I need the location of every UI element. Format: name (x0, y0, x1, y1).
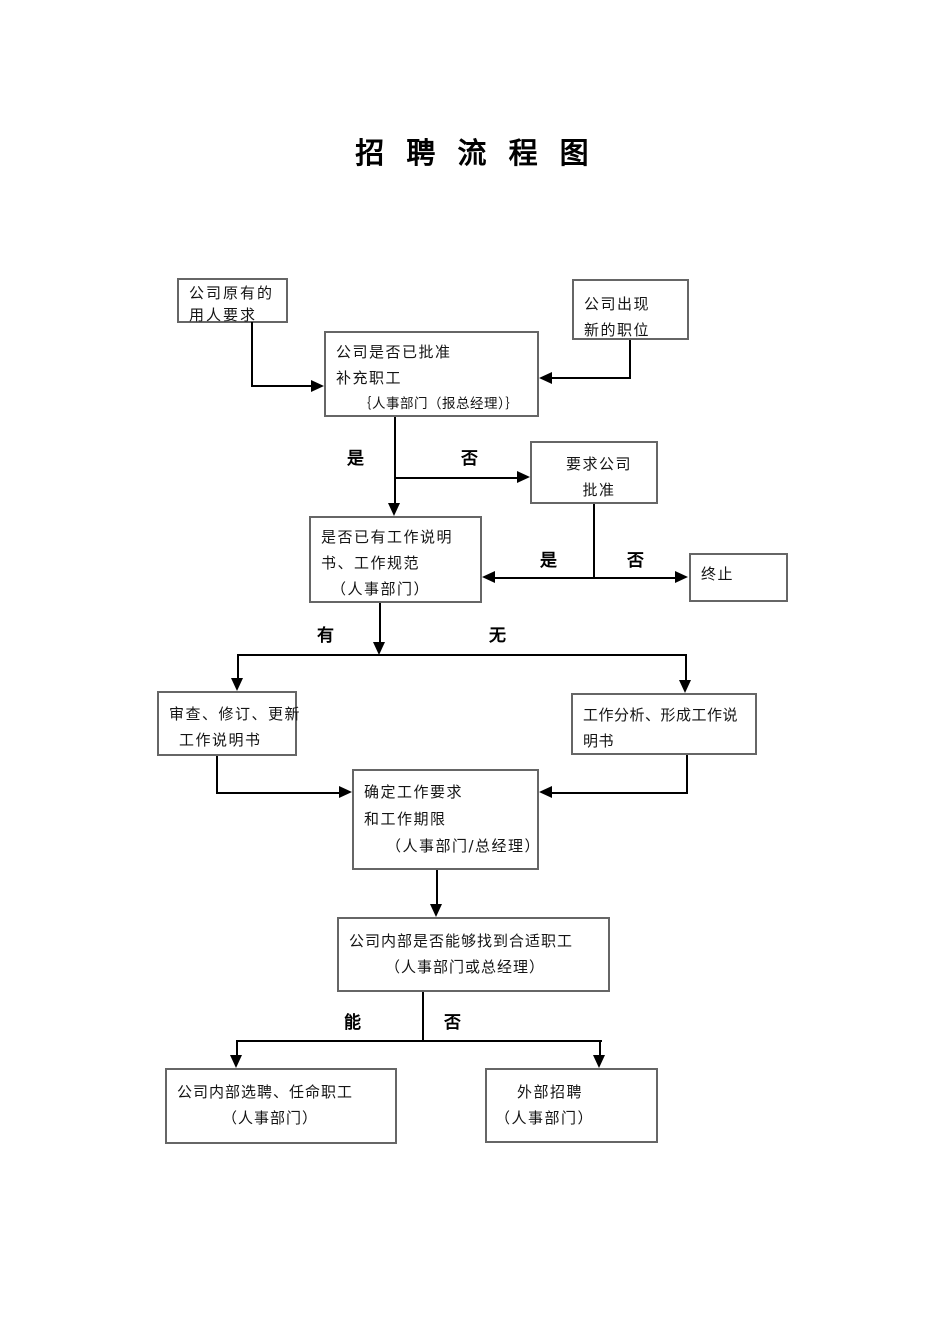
connector-line (237, 654, 239, 680)
connector-line (236, 1040, 602, 1042)
connector-line (379, 603, 381, 644)
box-text-line: 用人要求 (189, 306, 258, 324)
box-text-line: 和工作期限 (364, 810, 447, 828)
box-job-analysis: 工作分析、形成工作说 明书 (571, 693, 757, 755)
box-approval-check: 公司是否已批准 补充职工 ｛人事部门（报总经理）｝ (324, 331, 539, 417)
box-text-line: 外部招聘 (517, 1083, 584, 1101)
branch-label-cannot: 否 (444, 1013, 461, 1033)
box-text-line: 公司内部选聘、任命职工 (177, 1083, 354, 1101)
connector-line (236, 1040, 238, 1057)
connector-line (686, 755, 688, 794)
box-internal-check: 公司内部是否能够找到合适职工 （人事部门或总经理） (337, 917, 610, 992)
arrowhead-right-icon (675, 571, 688, 583)
box-text-line: （人事部门） (222, 1109, 319, 1127)
branch-label-no: 否 (461, 449, 478, 469)
connector-line (593, 504, 595, 579)
box-text-line: 公司原有的 (189, 284, 275, 302)
box-text-line: 公司内部是否能够找到合适职工 (349, 932, 574, 950)
connector-line (237, 654, 687, 656)
box-text-line: 审查、修订、更新 (169, 705, 302, 723)
box-text-line: ｛人事部门（报总经理）｝ (358, 396, 520, 412)
box-text-line: （人事部门） (495, 1109, 595, 1127)
arrowhead-left-icon (539, 786, 552, 798)
box-job-spec-check: 是否已有工作说明 书、工作规范 （人事部门） (309, 516, 482, 603)
box-external-recruit: 外部招聘 （人事部门） (485, 1068, 658, 1143)
box-text-line: （人事部门/总经理） (386, 837, 542, 855)
arrowhead-right-icon (311, 380, 324, 392)
box-text-line: 工作说明书 (179, 731, 262, 749)
arrowhead-down-icon (430, 904, 442, 917)
connector-line (394, 477, 518, 479)
branch-label-have: 有 (317, 626, 334, 646)
box-request-approval: 要求公司 批准 (530, 441, 658, 504)
box-text-line: （人事部门） (331, 580, 431, 598)
box-text-line: 是否已有工作说明 (321, 528, 454, 546)
branch-label-yes: 是 (540, 551, 557, 571)
connector-line (629, 340, 631, 379)
branch-label-none: 无 (489, 626, 506, 646)
box-text-line: （人事部门或总经理） (385, 958, 546, 976)
arrowhead-down-icon (388, 503, 400, 516)
connector-line (436, 870, 438, 906)
box-text-line: 要求公司 (565, 455, 632, 473)
box-terminate: 终止 (689, 553, 788, 602)
box-text-line: 确定工作要求 (364, 783, 464, 801)
box-text-line: 公司是否已批准 (336, 343, 452, 361)
arrowhead-down-icon (373, 642, 385, 655)
box-text-line: 终止 (701, 565, 735, 583)
box-existing-demand: 公司原有的 用人要求 (177, 278, 288, 324)
box-text-line: 明书 (583, 732, 615, 750)
arrowhead-right-icon (517, 471, 530, 483)
branch-label-can: 能 (344, 1013, 361, 1033)
connector-line (599, 1040, 601, 1057)
box-text-line: 工作分析、形成工作说 (583, 706, 739, 724)
connector-line (251, 322, 253, 386)
arrowhead-down-icon (231, 678, 243, 691)
arrowhead-down-icon (593, 1055, 605, 1068)
box-text-line: 书、工作规范 (321, 554, 421, 572)
connector-line (552, 377, 630, 379)
connector-line (394, 417, 396, 504)
connector-line (422, 992, 424, 1042)
branch-label-no: 否 (627, 551, 644, 571)
arrowhead-down-icon (230, 1055, 242, 1068)
box-new-position: 公司出现 新的职位 (572, 279, 689, 340)
box-text-line: 补充职工 (336, 369, 403, 387)
connector-line (216, 756, 218, 794)
page-title: 招 聘 流 程 图 (355, 136, 595, 170)
arrowhead-right-icon (339, 786, 352, 798)
box-text-line: 批准 (582, 481, 616, 499)
arrowhead-left-icon (482, 571, 495, 583)
branch-label-yes: 是 (347, 449, 364, 469)
box-internal-hire: 公司内部选聘、任命职工 （人事部门） (165, 1068, 397, 1144)
connector-line (251, 385, 313, 387)
arrowhead-down-icon (679, 680, 691, 693)
connector-line (552, 792, 688, 794)
connector-line (685, 654, 687, 682)
box-define-requirements: 确定工作要求 和工作期限 （人事部门/总经理） (352, 769, 542, 870)
arrowhead-left-icon (539, 372, 552, 384)
connector-line (216, 792, 341, 794)
box-text-line: 新的职位 (584, 321, 651, 339)
box-review-update: 审查、修订、更新 工作说明书 (157, 691, 302, 756)
box-text-line: 公司出现 (584, 295, 651, 313)
connector-line (495, 577, 675, 579)
